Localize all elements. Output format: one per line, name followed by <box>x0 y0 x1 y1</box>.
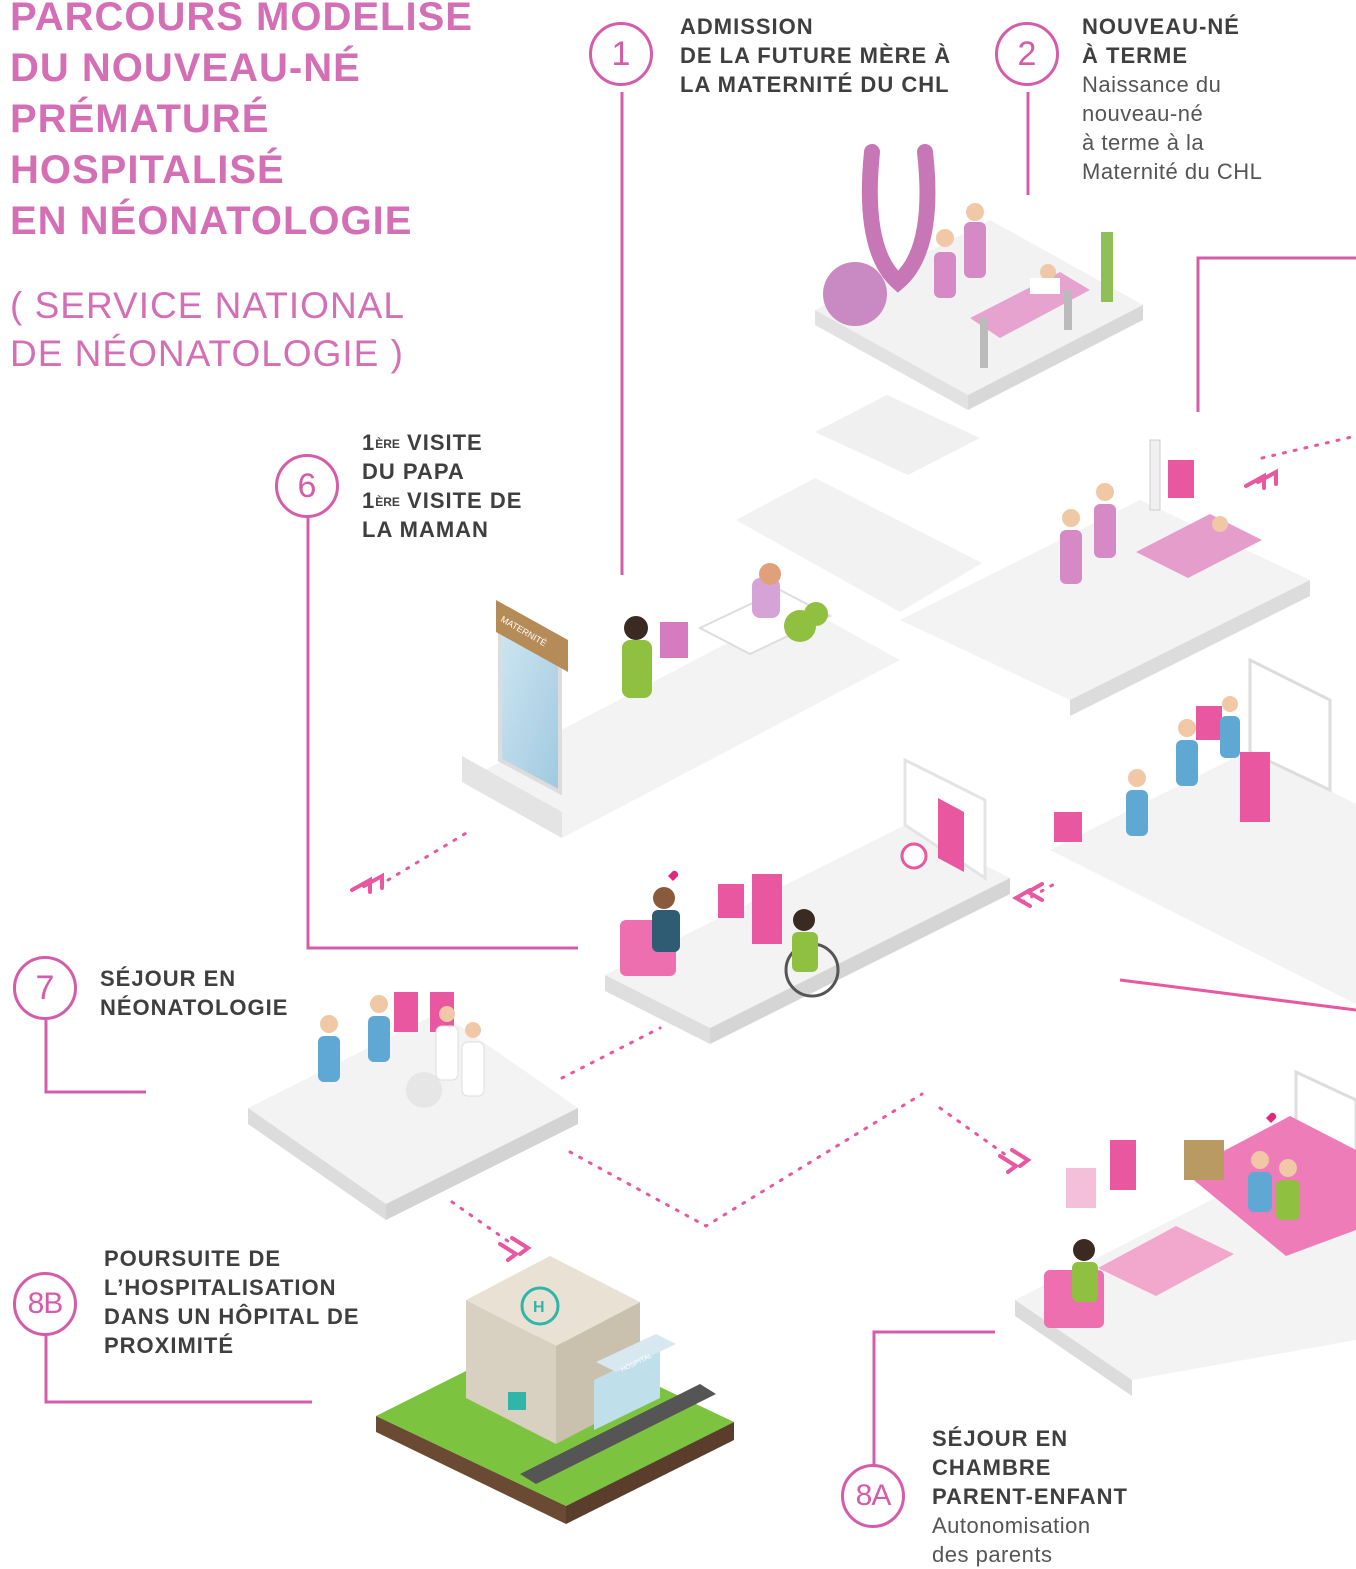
step-label-6: 1ÈRE VISITE DU PAPA 1ÈRE VISITE DE LA MA… <box>362 428 522 544</box>
step-heading: 1ÈRE VISITE DE <box>362 488 523 513</box>
step-badge-8b: 8B <box>13 1272 77 1336</box>
step-heading: SÉJOUR EN <box>932 1426 1069 1451</box>
step-badge-7: 7 <box>13 956 77 1020</box>
birth-room-scene <box>815 144 1143 410</box>
step-description: Naissance du <box>1082 72 1222 97</box>
step-label-8b: POURSUITE DE L’HOSPITALISATION DANS UN H… <box>104 1244 360 1360</box>
admission-hall-scene: MATERNITÉ <box>462 478 982 838</box>
step-heading: DANS UN HÔPITAL DE <box>104 1304 360 1329</box>
floor-tile <box>815 395 980 475</box>
connector-8b <box>44 1336 312 1404</box>
step-badge-8a: 8A <box>841 1464 905 1528</box>
step-badge-1: 1 <box>589 22 653 86</box>
step-label-8a: SÉJOUR EN CHAMBRE PARENT-ENFANT Autonomi… <box>932 1424 1128 1569</box>
nicu-room-scene <box>1050 657 1356 1012</box>
proximity-hospital-scene: H HOSPITAL <box>376 1256 734 1524</box>
title-line: DU NOUVEAU-NÉ <box>10 46 361 90</box>
title-line: PARCOURS MODELISE <box>10 0 473 39</box>
step-description: Maternité du CHL <box>1082 159 1263 184</box>
parent-child-room-scene <box>1015 1069 1356 1396</box>
connector-right-top <box>1196 256 1356 412</box>
step-heading: DU PAPA <box>362 459 465 484</box>
premature-birth-room-scene <box>900 439 1310 716</box>
step-description: à terme à la <box>1082 130 1205 155</box>
page-title: PARCOURS MODELISE DU NOUVEAU-NÉ PRÉMATUR… <box>10 0 473 247</box>
step-badge-6: 6 <box>275 454 339 518</box>
step-description: des parents <box>932 1542 1053 1567</box>
page-subtitle: ( SERVICE NATIONAL DE NÉONATOLOGIE ) <box>10 282 405 378</box>
subtitle-line: DE NÉONATOLOGIE ) <box>10 333 404 374</box>
connector-6 <box>306 518 578 950</box>
step-heading: NOUVEAU-NÉ <box>1082 14 1240 39</box>
step-heading: PARENT-ENFANT <box>932 1484 1128 1509</box>
neonatology-stay-scene <box>248 992 578 1220</box>
step-heading: LA MATERNITÉ DU CHL <box>680 72 950 97</box>
step-heading: LA MAMAN <box>362 517 489 542</box>
title-line: EN NÉONATOLOGIE <box>10 199 413 243</box>
step-label-7: SÉJOUR EN NÉONATOLOGIE <box>100 964 288 1022</box>
step-heading: À TERME <box>1082 43 1188 68</box>
step-heading: DE LA FUTURE MÈRE À <box>680 43 952 68</box>
step-heading: NÉONATOLOGIE <box>100 995 289 1020</box>
step-heading: SÉJOUR EN <box>100 966 237 991</box>
step-heading: 1ÈRE VISITE <box>362 430 483 455</box>
step-badge-2: 2 <box>995 22 1059 86</box>
title-line: PRÉMATURÉ <box>10 97 270 141</box>
step-label-2: NOUVEAU-NÉ À TERME Naissance du nouveau-… <box>1082 12 1262 186</box>
step-heading: PROXIMITÉ <box>104 1333 235 1358</box>
first-visit-room-scene <box>605 757 1010 1044</box>
svg-text:H: H <box>533 1299 545 1316</box>
connector-8a <box>872 1330 995 1470</box>
step-description: Autonomisation <box>932 1513 1091 1538</box>
title-line: HOSPITALISÉ <box>10 148 285 192</box>
subtitle-line: ( SERVICE NATIONAL <box>10 285 405 326</box>
connector-7 <box>44 1020 146 1094</box>
step-heading: CHAMBRE <box>932 1455 1052 1480</box>
step-heading: ADMISSION <box>680 14 814 39</box>
connector-lines <box>44 92 1356 1470</box>
step-description: nouveau-né <box>1082 101 1204 126</box>
step-label-1: ADMISSION DE LA FUTURE MÈRE À LA MATERNI… <box>680 12 951 99</box>
step-heading: L’HOSPITALISATION <box>104 1275 337 1300</box>
step-heading: POURSUITE DE <box>104 1246 282 1271</box>
